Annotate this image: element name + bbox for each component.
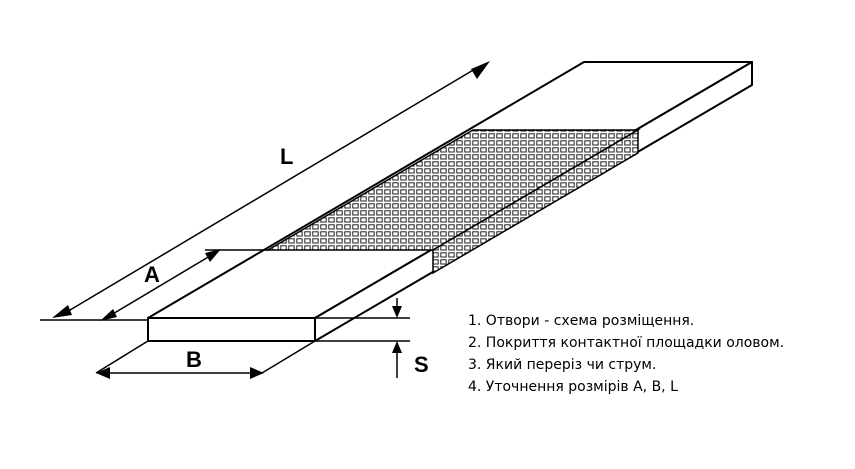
dimension-b-arrow-start (96, 367, 110, 379)
dimension-s-arrow-bottom (392, 341, 402, 353)
dimension-s-label: S (414, 352, 429, 377)
note-item: 1. Отвори - схема розміщення. (468, 313, 695, 329)
contact-pad-coating (265, 128, 641, 275)
dimension-b-label: B (186, 347, 202, 372)
dimension-a-arrow-start (100, 309, 117, 321)
note-item: 2. Покриття контактної площадки оловом. (468, 335, 785, 351)
dimension-b-arrow-end (250, 367, 264, 379)
notes-list: 1. Отвори - схема розміщення. 2. Покритт… (468, 310, 784, 398)
dimension-s: S (315, 298, 429, 378)
dimension-s-arrow-top (392, 306, 402, 318)
dimension-l-label: L (280, 144, 293, 169)
contact-pad-side (432, 128, 639, 275)
busbar-end-face (147, 317, 316, 342)
dimension-a-arrow-end (205, 249, 221, 262)
dimension-l-arrow-end (471, 61, 490, 79)
note-item: 3. Який переріз чи струм. (468, 357, 657, 373)
dimension-a: A (100, 249, 268, 321)
dimension-b: B (95, 340, 316, 379)
dimension-a-label: A (144, 262, 160, 287)
dimension-l-arrow-start (52, 305, 72, 318)
contact-pad-top (265, 129, 641, 251)
dimension-l: L (40, 61, 490, 321)
note-item: 4. Уточнення розмірів A, B, L (468, 379, 678, 395)
